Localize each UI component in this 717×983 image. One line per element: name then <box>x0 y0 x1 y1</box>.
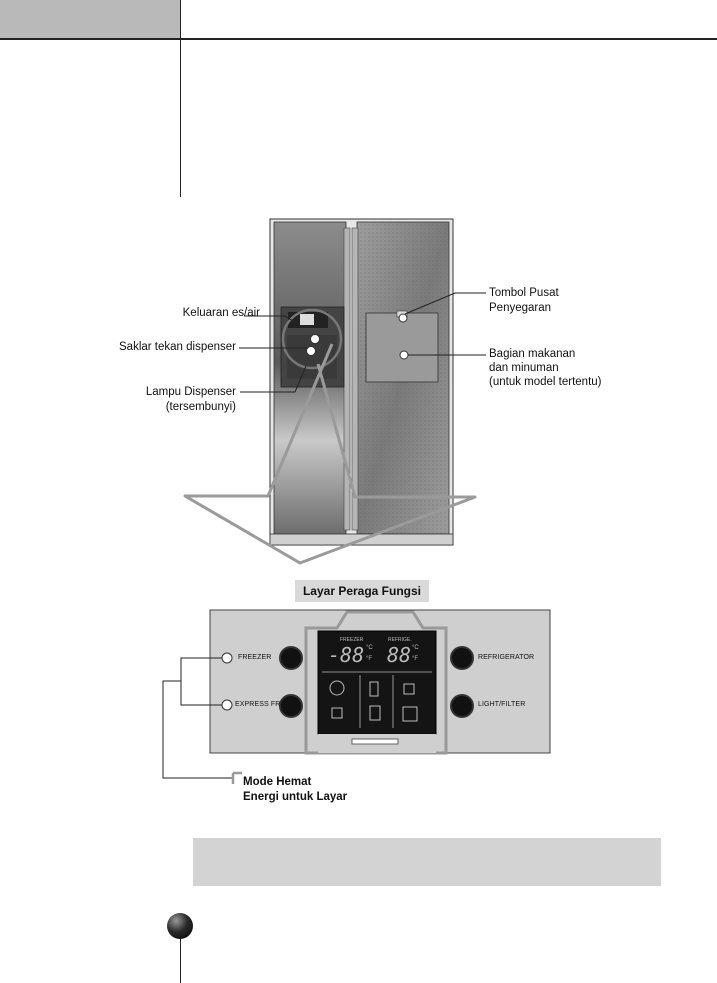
freezer-label: FREEZER <box>238 654 272 661</box>
mode-label-line1: Mode Hemat <box>243 776 312 788</box>
mode-label-line2: Energi untuk Layar <box>243 791 348 803</box>
freezer-door <box>273 221 347 535</box>
light-filter-button <box>450 694 474 718</box>
callout-ice-water-outlet: Keluaran es/air <box>182 307 260 319</box>
express-indicator <box>221 699 233 711</box>
freezer-indicator <box>221 652 233 664</box>
display-freezer-digits: -88 <box>328 643 365 667</box>
food-section-door <box>365 312 439 383</box>
margin-rule-top <box>180 0 181 197</box>
callout-food-section-line1: Bagian makanan <box>489 348 576 360</box>
refrigerator-button <box>450 646 474 670</box>
bullet-icon <box>167 913 193 939</box>
section-header-tab <box>0 0 180 38</box>
fridge-handle <box>351 227 359 531</box>
margin-rule-bottom <box>180 915 181 983</box>
dispenser-highlight-circle <box>281 308 343 370</box>
callout-refresh-button-line2: Penyegaran <box>489 302 552 314</box>
light-filter-label: LIGHT/FILTER <box>478 701 526 708</box>
energy-saving-slider <box>351 738 399 745</box>
note-box <box>193 838 661 886</box>
refrigerator <box>269 218 454 546</box>
freezer-handle <box>343 227 351 531</box>
display-title-box <box>295 580 429 602</box>
display-title: Layar Peraga Fungsi <box>302 584 422 598</box>
projection-lines <box>183 343 477 565</box>
display-fridge-label: REFRIGE. <box>388 637 412 643</box>
display-fridge-digits: 88 <box>387 643 412 667</box>
callout-refresh-button-line1: Tombol Pusat <box>489 287 559 299</box>
express-frz-label: EXPRESS FRZ. <box>235 701 287 708</box>
display-freezer-unit-c: °C <box>366 645 373 651</box>
dispenser-recess <box>280 306 345 388</box>
display-fridge-unit-f: °F <box>412 656 419 662</box>
display-fridge-unit-c: °C <box>412 645 419 651</box>
callout-food-section-line3: (untuk model tertentu) <box>489 376 602 388</box>
callout-leader-lines <box>239 292 486 393</box>
mode-bracket <box>162 657 233 779</box>
callout-dispenser-lamp-line2: (tersembunyi) <box>165 401 236 413</box>
header-divider <box>0 38 717 40</box>
display-freezer-unit-f: °F <box>366 656 373 662</box>
display-freezer-label: FREEZER <box>340 637 364 643</box>
callout-dispenser-switch: Saklar tekan dispenser <box>119 341 236 353</box>
callout-dispenser-lamp-line1: Lampu Dispenser <box>145 386 236 398</box>
control-panel <box>209 609 551 755</box>
freezer-button <box>279 646 303 670</box>
refrigerator-label: REFRIGERATOR <box>478 654 535 661</box>
callout-food-section-line2: dan minuman <box>489 362 559 374</box>
fridge-door <box>356 221 450 535</box>
